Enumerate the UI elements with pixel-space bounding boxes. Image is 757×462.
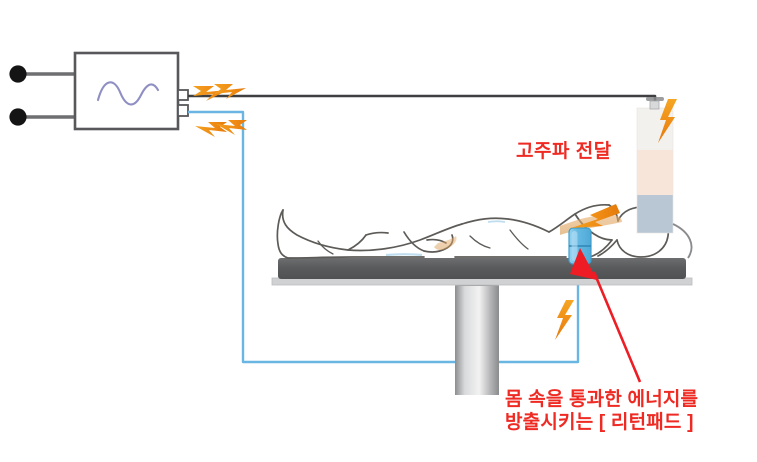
return-pad-cable: [188, 110, 580, 364]
high-frequency-delivery-label: 고주파 전달: [516, 141, 612, 162]
terminal-dot-top: [9, 65, 27, 83]
bolt-generator-lower-icon: [195, 120, 247, 137]
rf-handpiece-electrode: [636, 100, 693, 259]
table-mattress: [278, 258, 686, 279]
rf-generator-box: [73, 51, 189, 131]
terminal-dot-bottom: [9, 108, 27, 126]
return-pad-label-line2-strong: [ 리턴패드 ]: [598, 412, 694, 434]
output-port-upper: [177, 89, 189, 101]
return-pad-callout-arrow: [570, 248, 642, 383]
table-pedestal: [455, 285, 499, 395]
bolt-generator-upper-icon: [193, 84, 246, 101]
return-pad-label: 몸 속을 통과한 에너지를 방출시키는 [ 리턴패드 ]: [505, 388, 698, 434]
handpiece-cord: [672, 223, 693, 259]
return-pad-label-line2-prefix: 방출시키는: [505, 412, 599, 434]
generator-input-leads: [9, 65, 76, 126]
patient-skin-accents: [434, 214, 622, 251]
bolt-patient-shoulder-icon: [571, 204, 620, 228]
active-electrode-cable: [188, 94, 664, 108]
handpiece-connector: [649, 100, 660, 110]
table-base-plate: [271, 277, 693, 286]
output-port-lower: [177, 104, 189, 117]
return-pad-label-line2: 방출시키는 [ 리턴패드 ]: [505, 411, 698, 434]
sine-waveform: [96, 81, 160, 106]
bolt-handpiece-icon: [658, 99, 677, 143]
treatment-table: [271, 258, 693, 395]
gown-tint-marks: [385, 220, 506, 257]
return-pad-label-line1: 몸 속을 통과한 에너지를: [505, 389, 699, 410]
bolt-return-path-icon: [555, 300, 574, 340]
